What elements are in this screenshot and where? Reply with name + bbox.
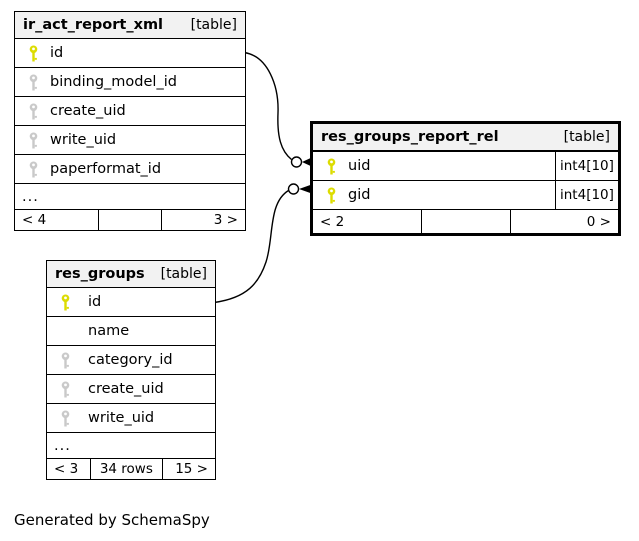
foreign-key-icon — [23, 74, 43, 91]
relationship-ir-act-report-xml-to-uid — [243, 51, 312, 168]
table-header: ir_act_report_xml [table] — [15, 12, 245, 39]
footer-related-left-count: < 4 — [22, 212, 47, 228]
footer-row-count: 34 rows — [89, 459, 163, 479]
ellipsis-row: ... — [15, 184, 245, 210]
column-name: category_id — [88, 352, 173, 368]
table-name: res_groups_report_rel — [321, 129, 499, 145]
column-name: id — [88, 294, 102, 310]
table-header: res_groups_report_rel [table] — [313, 124, 618, 152]
generated-by-note: Generated by SchemaSpy — [14, 511, 210, 529]
column-row: id — [47, 288, 215, 317]
footer-row-count — [97, 210, 163, 230]
footer-related-right-count: 3 > — [213, 212, 238, 228]
ellipsis-row: ... — [47, 433, 215, 459]
foreign-key-icon — [55, 381, 75, 398]
foreign-key-icon — [23, 132, 43, 149]
primary-key-icon — [321, 187, 341, 204]
table-node-ir-act-report-xml[interactable]: ir_act_report_xml [table] id binding_mod… — [14, 11, 246, 231]
column-name: paperformat_id — [50, 161, 162, 177]
relationship-res-groups-to-gid — [213, 183, 312, 304]
column-type: int4[10] — [555, 181, 618, 209]
table-header: res_groups [table] — [47, 261, 215, 288]
primary-key-icon — [23, 45, 43, 62]
fk-curve — [243, 51, 292, 161]
column-row: create_uid — [15, 97, 245, 126]
foreign-key-icon — [23, 103, 43, 120]
column-name: name — [88, 323, 130, 339]
table-node-res-groups-report-rel[interactable]: res_groups_report_rel [table] uid int4[1… — [310, 121, 621, 236]
column-row: write_uid — [47, 404, 215, 433]
column-name: uid — [348, 158, 371, 174]
column-row: binding_model_id — [15, 68, 245, 97]
column-row: write_uid — [15, 126, 245, 155]
table-name: res_groups — [55, 266, 145, 282]
table-type-badge: [table] — [190, 17, 237, 33]
primary-key-icon — [321, 158, 341, 175]
foreign-key-icon — [55, 410, 75, 427]
open-circle-icon — [287, 183, 300, 195]
column-name: id — [50, 45, 64, 61]
solid-arrowhead-icon — [302, 157, 312, 167]
table-footer: < 3 34 rows 15 > — [47, 459, 215, 479]
column-name: create_uid — [50, 103, 126, 119]
table-name: ir_act_report_xml — [23, 17, 164, 33]
footer-related-left-count: < 3 — [54, 461, 79, 477]
table-node-res-groups[interactable]: res_groups [table] id name category_id c… — [46, 260, 216, 480]
footer-related-left-count: < 2 — [320, 213, 345, 230]
open-circle-icon — [290, 156, 303, 168]
column-name: write_uid — [88, 410, 155, 426]
table-footer: < 2 0 > — [313, 210, 618, 233]
column-type: int4[10] — [555, 152, 618, 180]
column-row: name — [47, 317, 215, 346]
foreign-key-icon — [55, 352, 75, 369]
column-row: gid int4[10] — [313, 181, 618, 210]
table-type-badge: [table] — [160, 266, 207, 282]
footer-related-right-count: 0 > — [586, 213, 611, 230]
solid-arrowhead-icon — [299, 184, 312, 194]
column-row: id — [15, 39, 245, 68]
footer-related-right-count: 15 > — [175, 461, 208, 477]
column-name: write_uid — [50, 132, 117, 148]
column-name: create_uid — [88, 381, 164, 397]
foreign-key-icon — [23, 161, 43, 178]
footer-row-count — [421, 210, 512, 233]
primary-key-icon — [55, 294, 75, 311]
column-row: uid int4[10] — [313, 152, 618, 181]
column-row: create_uid — [47, 375, 215, 404]
table-footer: < 4 3 > — [15, 210, 245, 230]
column-row: paperformat_id — [15, 155, 245, 184]
table-type-badge: [table] — [563, 129, 610, 145]
column-name: gid — [348, 187, 371, 203]
fk-curve — [213, 189, 289, 304]
column-name: binding_model_id — [50, 74, 177, 90]
column-row: category_id — [47, 346, 215, 375]
